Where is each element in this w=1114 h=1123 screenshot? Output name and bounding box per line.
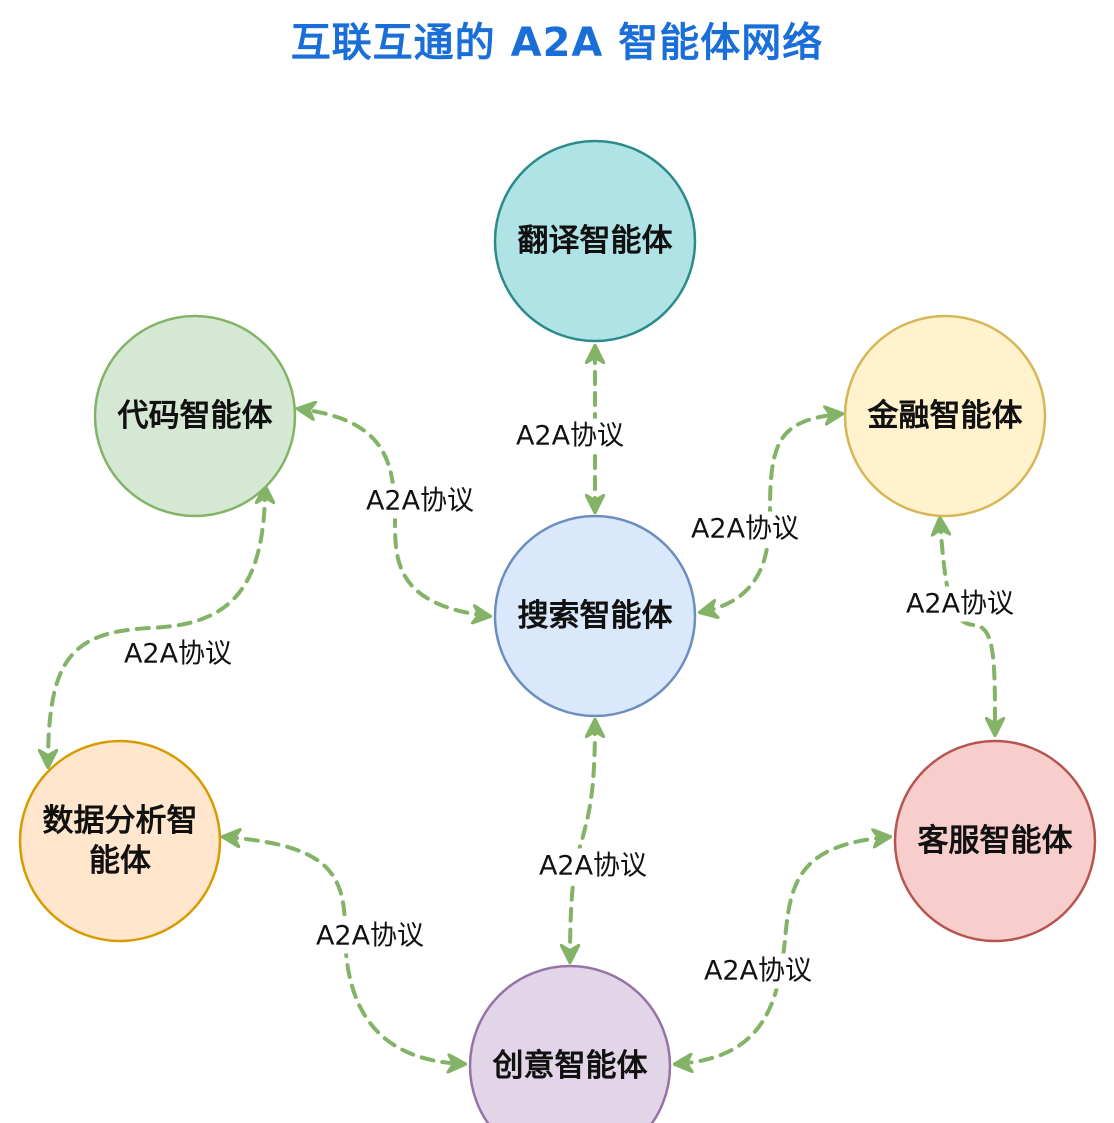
edge-label-code-data: A2A协议 <box>124 639 232 670</box>
edge-label-search-finance: A2A协议 <box>691 514 799 545</box>
node-service[interactable]: 客服智能体 <box>893 739 1097 943</box>
node-label-service: 客服智能体 <box>918 823 1073 859</box>
edge-finance-service <box>940 520 995 733</box>
node-label-code: 代码智能体 <box>117 398 273 434</box>
node-label-data-line-0: 数据分析智 <box>43 803 198 839</box>
edge-label-bg-search-creative <box>534 848 652 884</box>
edge-search-code <box>300 409 488 616</box>
edge-label-search-code: A2A协议 <box>366 486 474 517</box>
edge-label-bg-search-code <box>361 483 479 519</box>
node-circle-finance[interactable] <box>843 314 1047 518</box>
edge-label-search-translate: A2A协议 <box>516 421 624 452</box>
edge-label-finance-service: A2A协议 <box>906 589 1014 620</box>
edge-search-creative <box>570 722 595 960</box>
edge-service-creative <box>677 837 888 1064</box>
node-circle-service[interactable] <box>893 739 1097 943</box>
edge-label-bg-data-creative <box>311 918 429 954</box>
node-search[interactable]: 搜索智能体 <box>493 514 697 718</box>
edge-label-service-creative: A2A协议 <box>704 956 812 987</box>
node-label-finance: 金融智能体 <box>867 398 1023 434</box>
page-title: 互联互通的 A2A 智能体网络 <box>290 20 824 66</box>
edge-labels-layer: A2A协议 A2A协议 A2A协议 A2A协议 A2A协议 A2A协议 A2A协议 A2A协议 <box>119 418 1019 989</box>
edge-label-bg-service-creative <box>699 953 817 989</box>
node-circle-code[interactable] <box>93 314 297 518</box>
node-code[interactable]: 代码智能体 <box>93 314 297 518</box>
edge-code-data <box>48 488 265 765</box>
node-circle-data[interactable] <box>18 739 222 943</box>
edge-label-bg-finance-service <box>901 586 1019 622</box>
node-label-data-line-1: 能体 <box>89 843 151 879</box>
node-circle-search[interactable] <box>493 514 697 718</box>
edge-label-search-creative: A2A协议 <box>539 851 647 882</box>
node-circle-translate[interactable] <box>493 139 697 343</box>
node-label-translate: 翻译智能体 <box>518 223 673 259</box>
edge-search-finance <box>702 414 840 612</box>
node-creative[interactable]: 创意智能体 <box>468 964 672 1123</box>
node-label-search: 搜索智能体 <box>518 598 673 634</box>
edge-label-data-creative: A2A协议 <box>316 921 424 952</box>
edge-label-bg-search-translate <box>511 418 629 454</box>
edge-label-bg-code-data <box>119 636 237 672</box>
node-circle-creative[interactable] <box>468 964 672 1123</box>
node-finance[interactable]: 金融智能体 <box>843 314 1047 518</box>
node-translate[interactable]: 翻译智能体 <box>493 139 697 343</box>
edge-label-bg-search-finance <box>686 511 804 547</box>
node-label-creative: 创意智能体 <box>492 1048 648 1084</box>
